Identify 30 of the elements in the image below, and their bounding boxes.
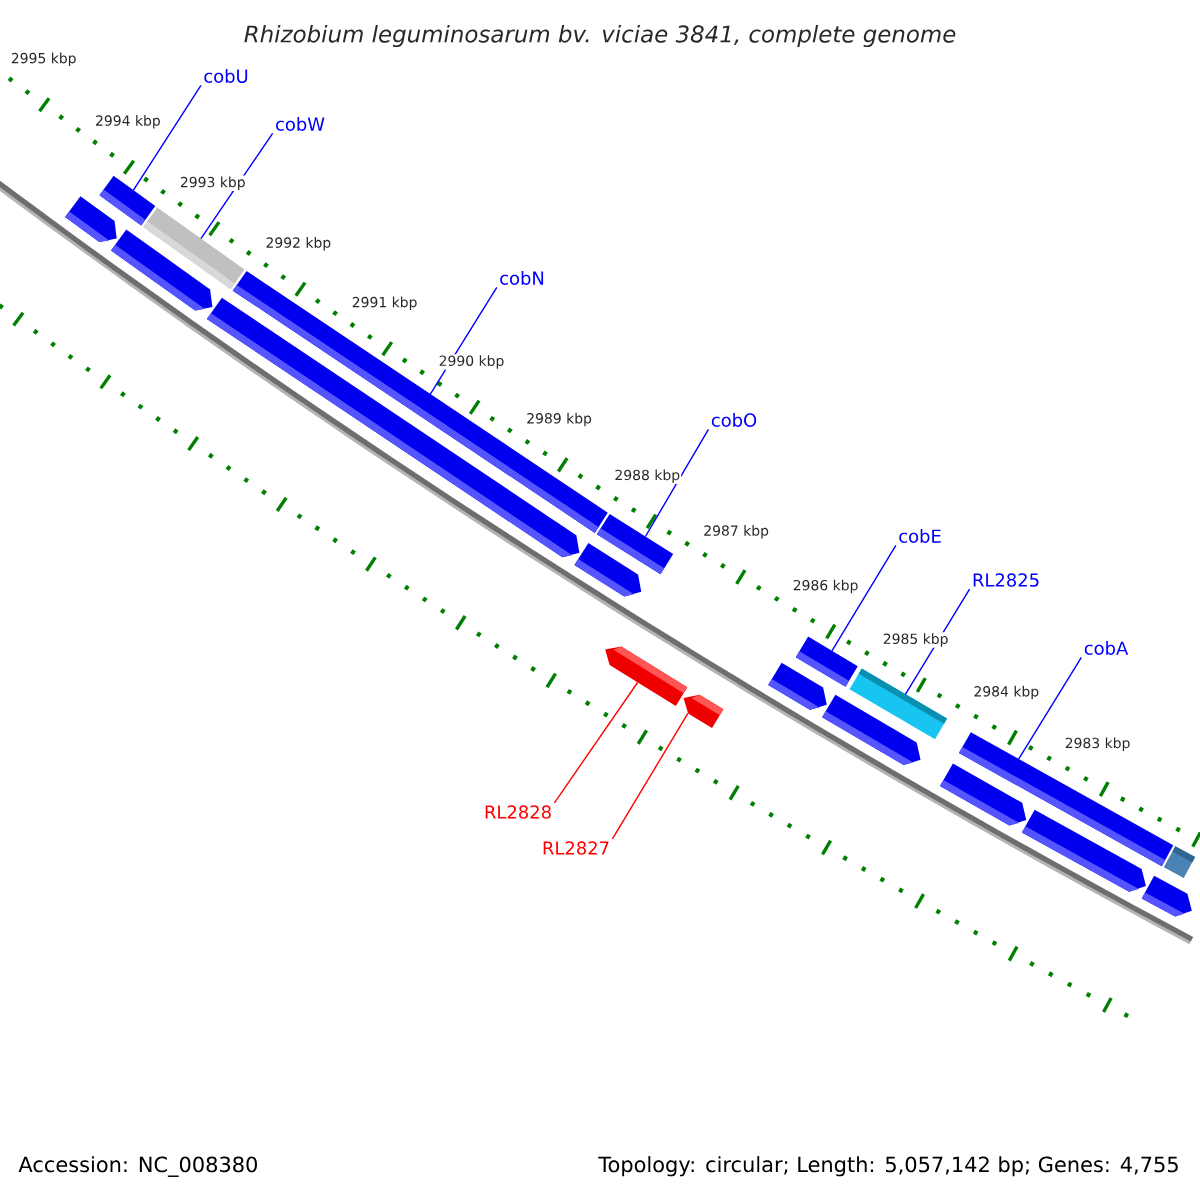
leader-line xyxy=(611,712,689,840)
gene-feature xyxy=(683,694,724,729)
title: Rhizobium leguminosarum bv. viciae 3841, complete genome xyxy=(244,24,956,48)
leader-line xyxy=(132,84,202,191)
gene-label: RL2825 xyxy=(973,573,1039,587)
leader-line xyxy=(428,286,498,397)
gene-label: RL2827 xyxy=(543,841,609,855)
gene-feature xyxy=(822,694,921,765)
gene-feature xyxy=(1021,809,1146,892)
gene-feature xyxy=(1163,846,1196,879)
gene-feature xyxy=(940,763,1027,826)
gene-feature xyxy=(1141,875,1192,917)
footer-text: Topology: circular; Length: 5,057,142 bp; Genes: 4,755 xyxy=(598,1156,1178,1177)
leader-line xyxy=(553,681,639,804)
leader-line xyxy=(831,544,897,652)
footer-text: Accession: NC_008380 xyxy=(18,1156,257,1177)
gene-label: cobN xyxy=(500,271,544,285)
gene-label: cobW xyxy=(276,117,325,131)
leader-line xyxy=(1017,656,1083,761)
gene-label: RL2828 xyxy=(485,805,551,819)
gene-feature xyxy=(605,646,688,707)
gene-label: cobO xyxy=(711,413,757,427)
gene-feature xyxy=(574,543,642,597)
leader-line xyxy=(644,428,710,538)
gene-label: cobU xyxy=(204,69,248,83)
gene-label: cobA xyxy=(1084,641,1129,655)
leader-line xyxy=(200,132,274,240)
gene-feature xyxy=(65,196,117,243)
gene-label: cobE xyxy=(899,529,941,543)
gene-feature xyxy=(768,662,827,710)
